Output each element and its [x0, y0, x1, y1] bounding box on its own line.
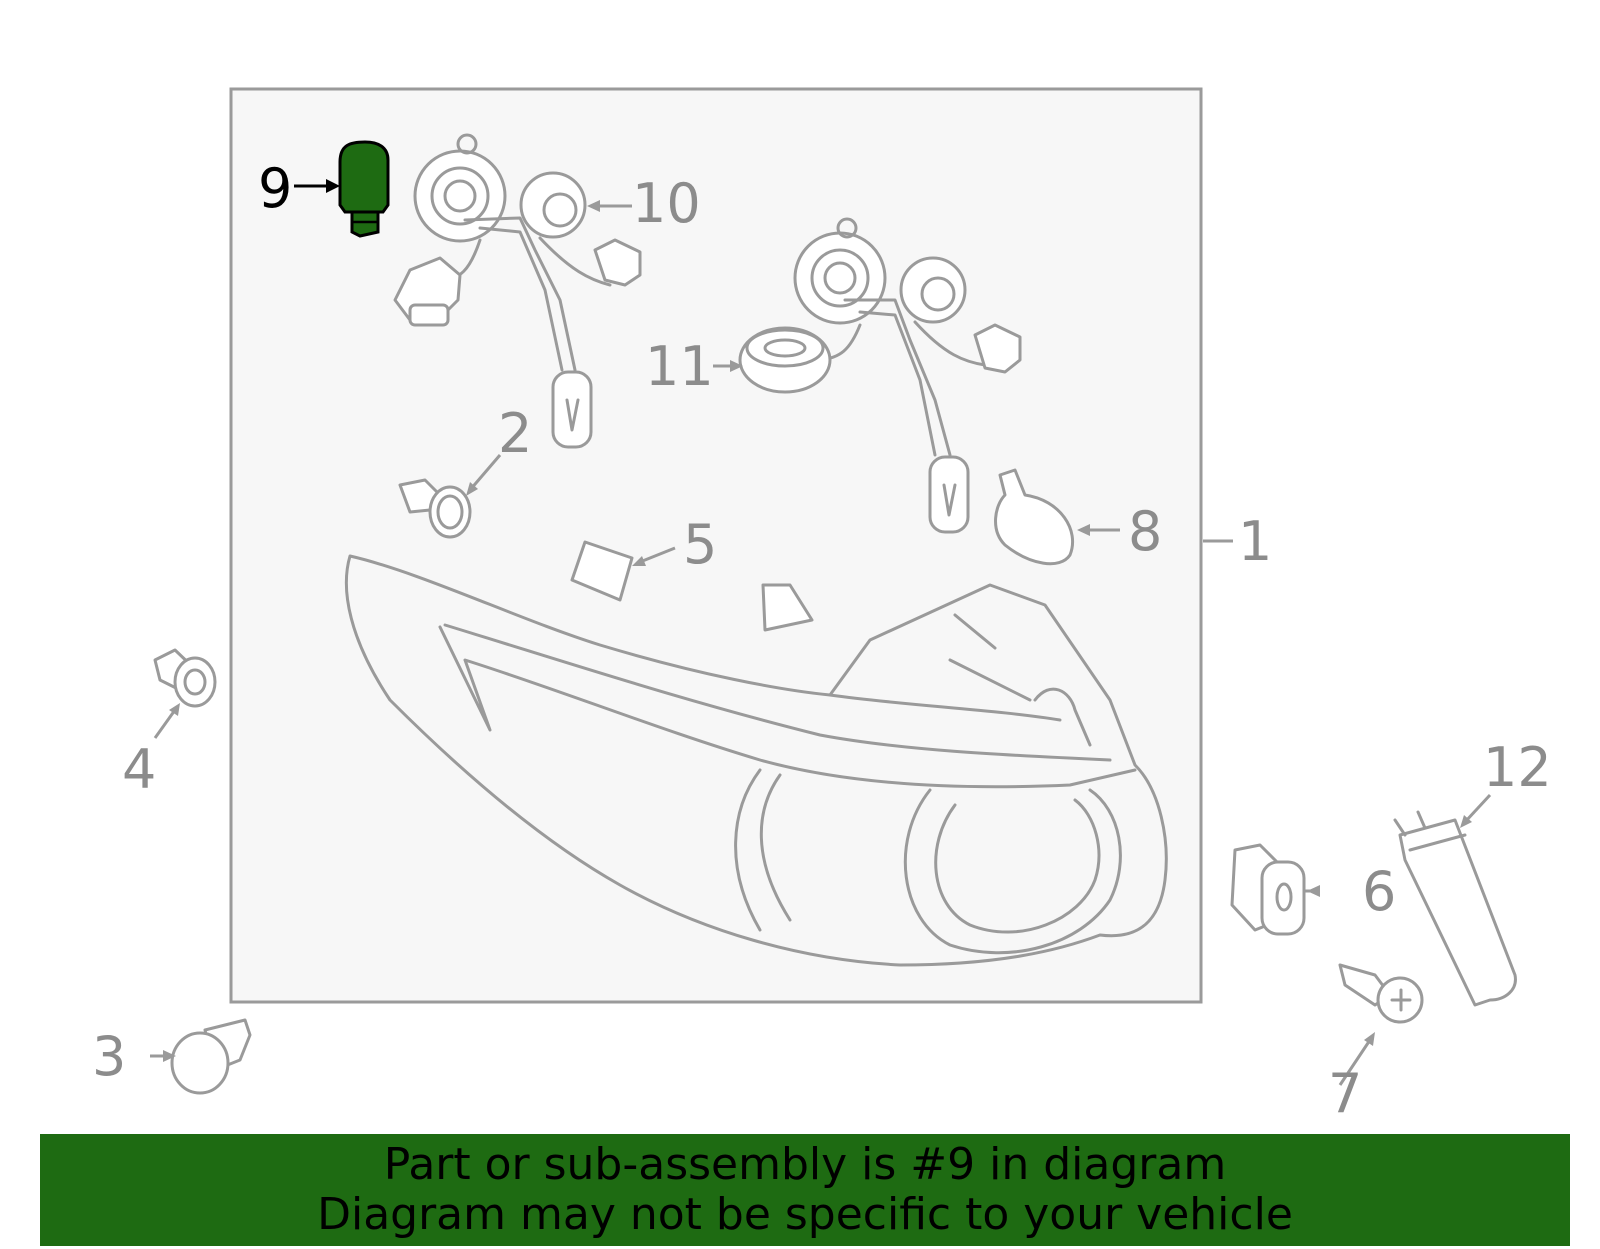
- callout-2: 2: [498, 402, 532, 465]
- callout-12: 12: [1483, 736, 1552, 799]
- callout-8: 8: [1128, 500, 1162, 563]
- socket-harness-10: [393, 133, 642, 449]
- callout-4: 4: [122, 738, 156, 801]
- callout-10: 10: [632, 172, 701, 235]
- tail-lamp-housing: [344, 554, 1168, 967]
- pad-5: [570, 540, 634, 602]
- banner-line-1: Part or sub-assembly is #9 in diagram: [383, 1139, 1227, 1190]
- reflector-12: [1393, 810, 1517, 1007]
- leader-lines: [150, 179, 1492, 1086]
- nut-6: [1230, 843, 1306, 936]
- callout-7: 7: [1328, 1062, 1362, 1125]
- socket-harness-11: [738, 217, 1022, 534]
- callout-6: 6: [1362, 860, 1396, 923]
- screw-7: [1338, 963, 1424, 1024]
- callout-9: 9: [258, 157, 292, 220]
- callout-11: 11: [645, 335, 714, 398]
- clip-2: [398, 478, 472, 539]
- info-banner: Part or sub-assembly is #9 in diagram Di…: [40, 1134, 1570, 1246]
- callout-5: 5: [683, 513, 717, 576]
- small-bracket: [761, 583, 814, 632]
- bulb-9-highlighted: [338, 140, 390, 238]
- banner-line-2: Diagram may not be specific to your vehi…: [317, 1189, 1293, 1240]
- callout-1: 1: [1238, 510, 1272, 573]
- callout-3: 3: [92, 1025, 126, 1088]
- cap-8: [994, 468, 1075, 566]
- push-pin-3: [170, 1018, 252, 1095]
- grommet-4: [153, 648, 217, 708]
